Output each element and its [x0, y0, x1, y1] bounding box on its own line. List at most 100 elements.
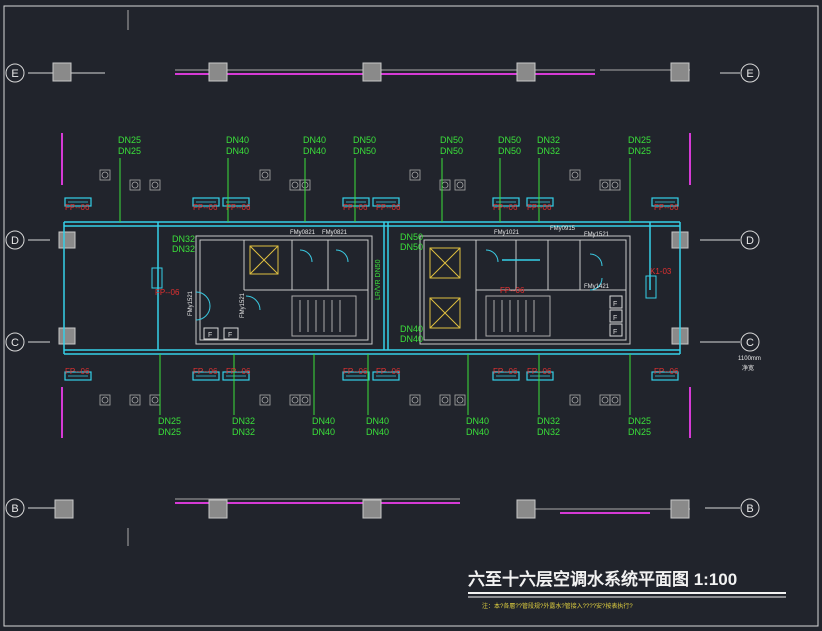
svg-text:F: F	[613, 315, 617, 322]
pipe-size-tag: DN40	[466, 416, 489, 426]
fp-unit-label: FP--06	[654, 203, 679, 212]
drawing-border	[3, 5, 819, 627]
grid-labels: E E D D C C B B	[11, 68, 754, 515]
svg-text:F: F	[613, 301, 617, 308]
fp-unit-label: FP--06	[500, 286, 525, 295]
pipe-size-tag: DN32	[232, 427, 255, 437]
fp-unit-label: FP--06	[65, 367, 90, 376]
pipe-size-tag: DN32	[172, 244, 195, 254]
door-tag: FMy1521	[240, 292, 246, 318]
fan-coil-unit	[372, 197, 400, 207]
door-tag: FMy1521	[584, 232, 610, 238]
air-diffuser-icon	[409, 169, 421, 181]
pipe-size-tag: DN50	[440, 146, 463, 156]
pipe-tags-bottom: DN25DN25DN32DN32DN40DN40DN40DN40DN40DN40…	[158, 416, 651, 437]
fan-coil-unit	[64, 197, 92, 207]
pipe-size-tag: DN40	[400, 324, 423, 334]
pipe-leader-lines	[119, 158, 631, 415]
fp-unit-label: FP--06	[343, 367, 368, 376]
fan-coil-unit	[342, 371, 370, 381]
air-diffuser-icon	[569, 394, 581, 406]
facade-thin-lines	[127, 10, 690, 546]
grid-label-d-right: D	[746, 235, 754, 247]
fan-coil-units	[64, 169, 679, 406]
svg-text:F: F	[208, 332, 212, 339]
pipe-size-tag: DN40	[366, 427, 389, 437]
fp-unit-label: FP--06	[343, 203, 368, 212]
air-diffuser-icon	[149, 179, 161, 191]
fan-coil-unit	[526, 197, 554, 207]
pipe-size-tag: DN40	[226, 146, 249, 156]
fp-unit-label: FP--06	[155, 288, 180, 297]
pipe-size-tag: DN40	[466, 427, 489, 437]
air-diffuser-icon	[149, 394, 161, 406]
pipe-size-tag: DN40	[303, 146, 326, 156]
pipe-size-tag: DN50	[400, 242, 423, 252]
grid-label-d-left: D	[11, 235, 19, 247]
drawing-title: 六至十六层空调水系统平面图 1:100	[468, 569, 737, 589]
door-tag: FMy0821	[322, 230, 348, 236]
facade-lines	[61, 73, 691, 514]
grid-label-b-left: B	[11, 503, 18, 515]
pipe-size-tag: DN40	[400, 334, 423, 344]
main-pipes	[63, 221, 681, 355]
core-walls	[195, 235, 631, 345]
pipe-size-tag: DN32	[537, 135, 560, 145]
air-diffuser-icon	[439, 394, 451, 406]
fan-coil-unit	[526, 371, 554, 381]
air-diffuser-icon	[599, 179, 611, 191]
pipe-size-tag: DN50	[498, 146, 521, 156]
pipe-size-tag: DN40	[312, 427, 335, 437]
air-diffuser-icon	[99, 169, 111, 181]
fan-coil-unit	[342, 197, 370, 207]
doors	[195, 249, 603, 321]
air-diffuser-icon	[609, 394, 621, 406]
pipe-size-tag: DN32	[172, 234, 195, 244]
columns	[52, 62, 690, 519]
air-diffuser-icon	[599, 394, 611, 406]
fan-coil-unit	[492, 197, 520, 207]
door-tag: FMy1421	[584, 284, 610, 290]
fp-unit-label: FP--06	[226, 203, 251, 212]
pipe-size-tag: DN25	[158, 427, 181, 437]
fan-coil-unit	[372, 371, 400, 381]
fp-unit-label: FP--06	[376, 203, 401, 212]
ahu-unit-left	[151, 267, 163, 289]
pipe-size-tag: DN25	[628, 146, 651, 156]
pipe-size-tag: DN50	[353, 135, 376, 145]
fp-unit-label: FP--06	[226, 367, 251, 376]
pipe-size-tag: DN32	[537, 416, 560, 426]
air-diffuser-icon	[609, 179, 621, 191]
fp-unit-label: FP--06	[654, 367, 679, 376]
fp-unit-label: FP--06	[193, 367, 218, 376]
drawing-note: 注：本?各層??管段规?外露水?管接入????安?按表执行?	[482, 602, 633, 610]
fp-unit-label: FP--06	[493, 203, 518, 212]
pipe-size-tag: DN32	[232, 416, 255, 426]
pipe-tags-top: DN25DN25DN40DN40DN40DN40DN50DN50DN50DN50…	[118, 135, 651, 156]
pipe-size-tag: DN40	[312, 416, 335, 426]
air-diffuser-icon	[454, 394, 466, 406]
door-tag: FMy1521	[188, 290, 194, 316]
grid-label-b-right: B	[746, 503, 753, 515]
fp-unit-label: FP--06	[376, 367, 401, 376]
fan-coil-unit	[222, 371, 250, 381]
air-diffuser-icon	[289, 394, 301, 406]
dimension-note: 1100mm	[738, 356, 761, 362]
pipe-size-tag: DN50	[400, 232, 423, 242]
fan-coil-unit	[651, 371, 679, 381]
svg-text:F: F	[228, 332, 232, 339]
fp-unit-label: FP--06	[65, 203, 90, 212]
shaft-boxes	[203, 295, 623, 340]
pipe-size-tag: DN32	[537, 146, 560, 156]
pipe-size-tag: DN40	[366, 416, 389, 426]
riser-tag: LR/VR DN50	[375, 259, 382, 300]
fan-coil-unit	[192, 197, 220, 207]
stairs	[291, 295, 551, 337]
grid-label-e-right: E	[746, 68, 753, 80]
pipe-size-tag: DN25	[628, 416, 651, 426]
grid-bubbles	[5, 63, 760, 518]
pipe-size-tag: DN50	[440, 135, 463, 145]
